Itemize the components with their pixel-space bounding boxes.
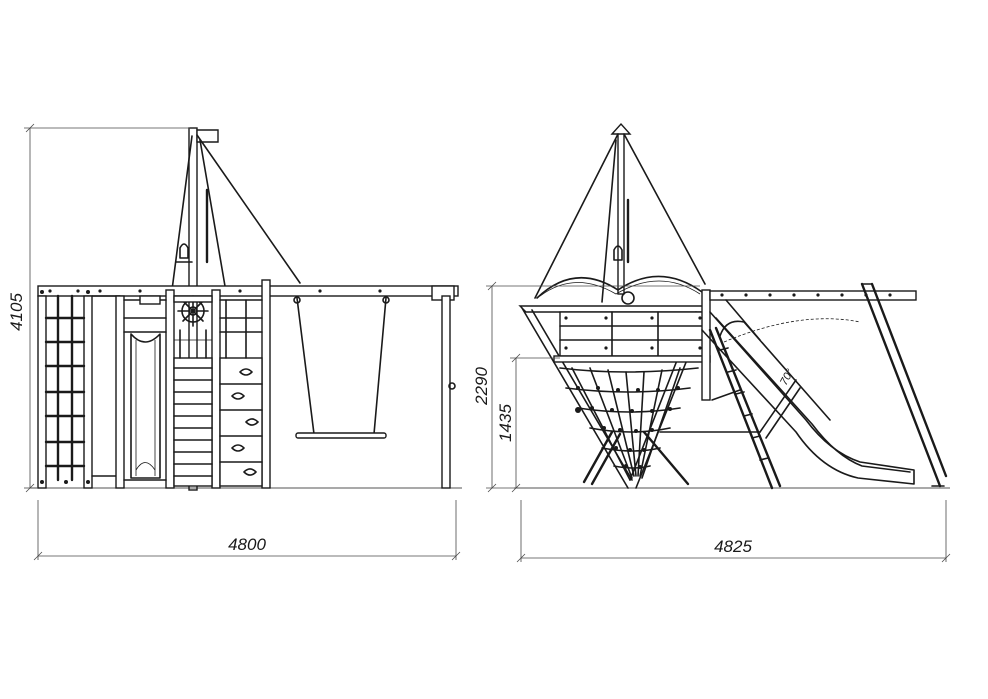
bell-icon bbox=[613, 245, 623, 261]
front-climbing-grid bbox=[37, 290, 121, 489]
side-height-deck-label: 1435 bbox=[496, 404, 515, 442]
side-sail bbox=[536, 275, 703, 299]
front-dimensions: 4105 4800 bbox=[7, 123, 461, 561]
bell-icon bbox=[179, 243, 189, 259]
side-support-legs bbox=[582, 430, 761, 486]
side-ladder bbox=[708, 326, 801, 490]
side-width-label: 4825 bbox=[714, 537, 752, 556]
side-height-beam-label: 2290 bbox=[472, 367, 491, 406]
front-top-beam bbox=[37, 285, 459, 301]
ship-wheel-icon bbox=[173, 295, 213, 327]
side-dimensions: 2290 1435 4825 bbox=[472, 281, 951, 563]
front-slide bbox=[130, 333, 161, 479]
side-view: 70° bbox=[514, 122, 950, 490]
front-height-total-label: 4105 bbox=[7, 293, 26, 331]
front-ladder bbox=[173, 329, 213, 487]
side-swing-beam bbox=[701, 282, 948, 488]
front-swing bbox=[293, 296, 390, 439]
side-ship-hull bbox=[518, 305, 711, 489]
front-view bbox=[30, 127, 462, 491]
side-mast bbox=[534, 122, 706, 305]
flag-icon bbox=[196, 129, 219, 143]
front-width-label: 4800 bbox=[228, 535, 266, 554]
side-cargo-net bbox=[559, 367, 699, 481]
front-climbing-wall bbox=[219, 299, 263, 487]
climbing-hold-icon bbox=[231, 368, 259, 476]
side-slide bbox=[701, 311, 915, 485]
front-right-post bbox=[441, 295, 451, 489]
